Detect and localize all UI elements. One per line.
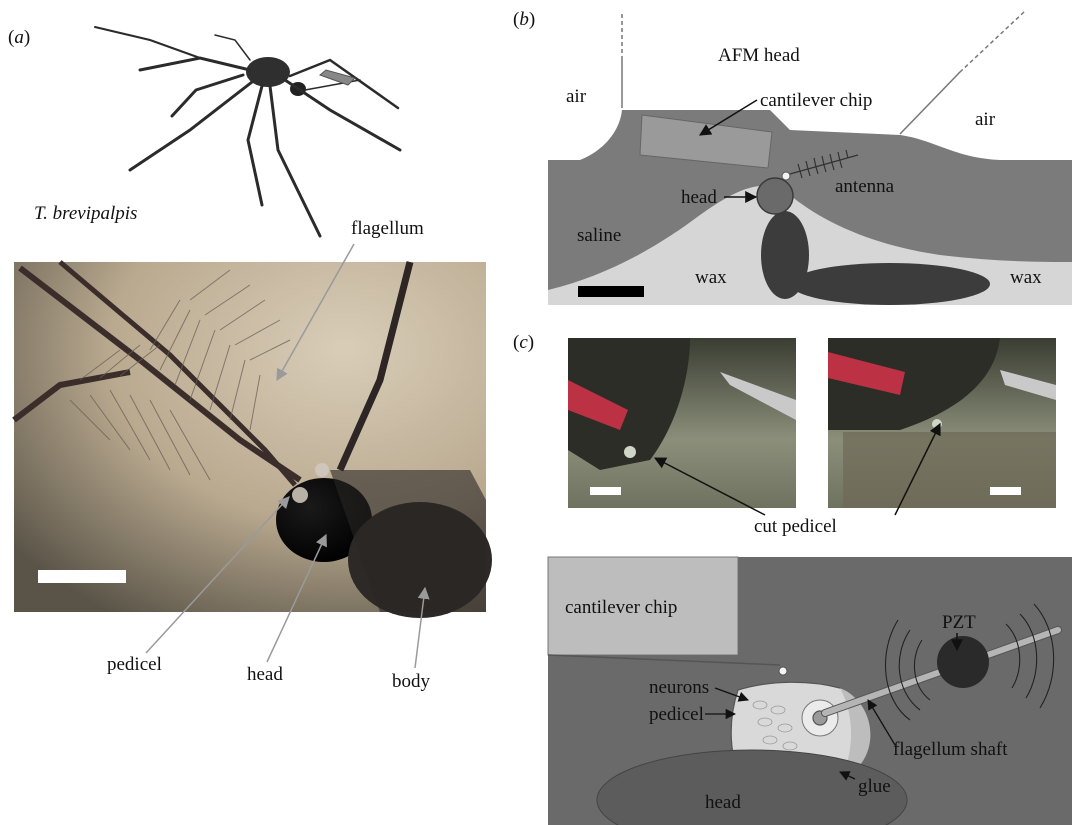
mosquito-illustration [95, 27, 400, 236]
head-label: head [681, 187, 717, 208]
micrograph-left [568, 338, 796, 508]
flagellum-label: flagellum [351, 218, 424, 239]
cantilever-chip-label: cantilever chip [760, 90, 872, 111]
mosquito-head-photo [14, 262, 492, 618]
wax-left-label: wax [695, 267, 727, 288]
scale-bar [590, 487, 621, 495]
panel-b: (b) AFM head air air [513, 9, 1072, 305]
panel-b-label: (b) [513, 9, 535, 30]
pedicel-label: pedicel [649, 704, 704, 725]
afm-head-label: AFM head [718, 45, 800, 66]
scale-bar [38, 570, 126, 583]
wax-right-label: wax [1010, 267, 1042, 288]
pedicel-label: pedicel [107, 654, 162, 675]
pedicel-dot [782, 172, 790, 180]
flagellum-shaft-label: flagellum shaft [893, 739, 1008, 760]
species-name: T. brevipalpis [34, 203, 137, 224]
micrograph-right [828, 338, 1056, 508]
air-left-label: air [566, 86, 587, 107]
scale-bar [990, 487, 1021, 495]
schematic-head-label: head [705, 792, 741, 813]
mosquito-head [757, 178, 793, 214]
mosquito-body [790, 263, 990, 305]
panel-c: (c) cut pedicel [513, 332, 1072, 825]
neurons-label: neurons [649, 677, 709, 698]
body-label: body [392, 671, 431, 692]
antenna-label: antenna [835, 176, 895, 197]
panel-a: (a) T. brevipalpis [8, 27, 492, 692]
panel-c-label: (c) [513, 332, 534, 353]
panel-a-label: (a) [8, 27, 30, 48]
scale-bar [578, 286, 644, 297]
saline-label: saline [577, 225, 621, 246]
head-label: head [247, 664, 283, 685]
pzt-sphere [937, 636, 989, 688]
pzt-label: PZT [942, 612, 976, 633]
cut-pedicel-label: cut pedicel [754, 516, 837, 537]
air-right-label: air [975, 109, 996, 130]
glue-label: glue [858, 776, 891, 797]
cantilever-chip-label: cantilever chip [565, 597, 677, 618]
